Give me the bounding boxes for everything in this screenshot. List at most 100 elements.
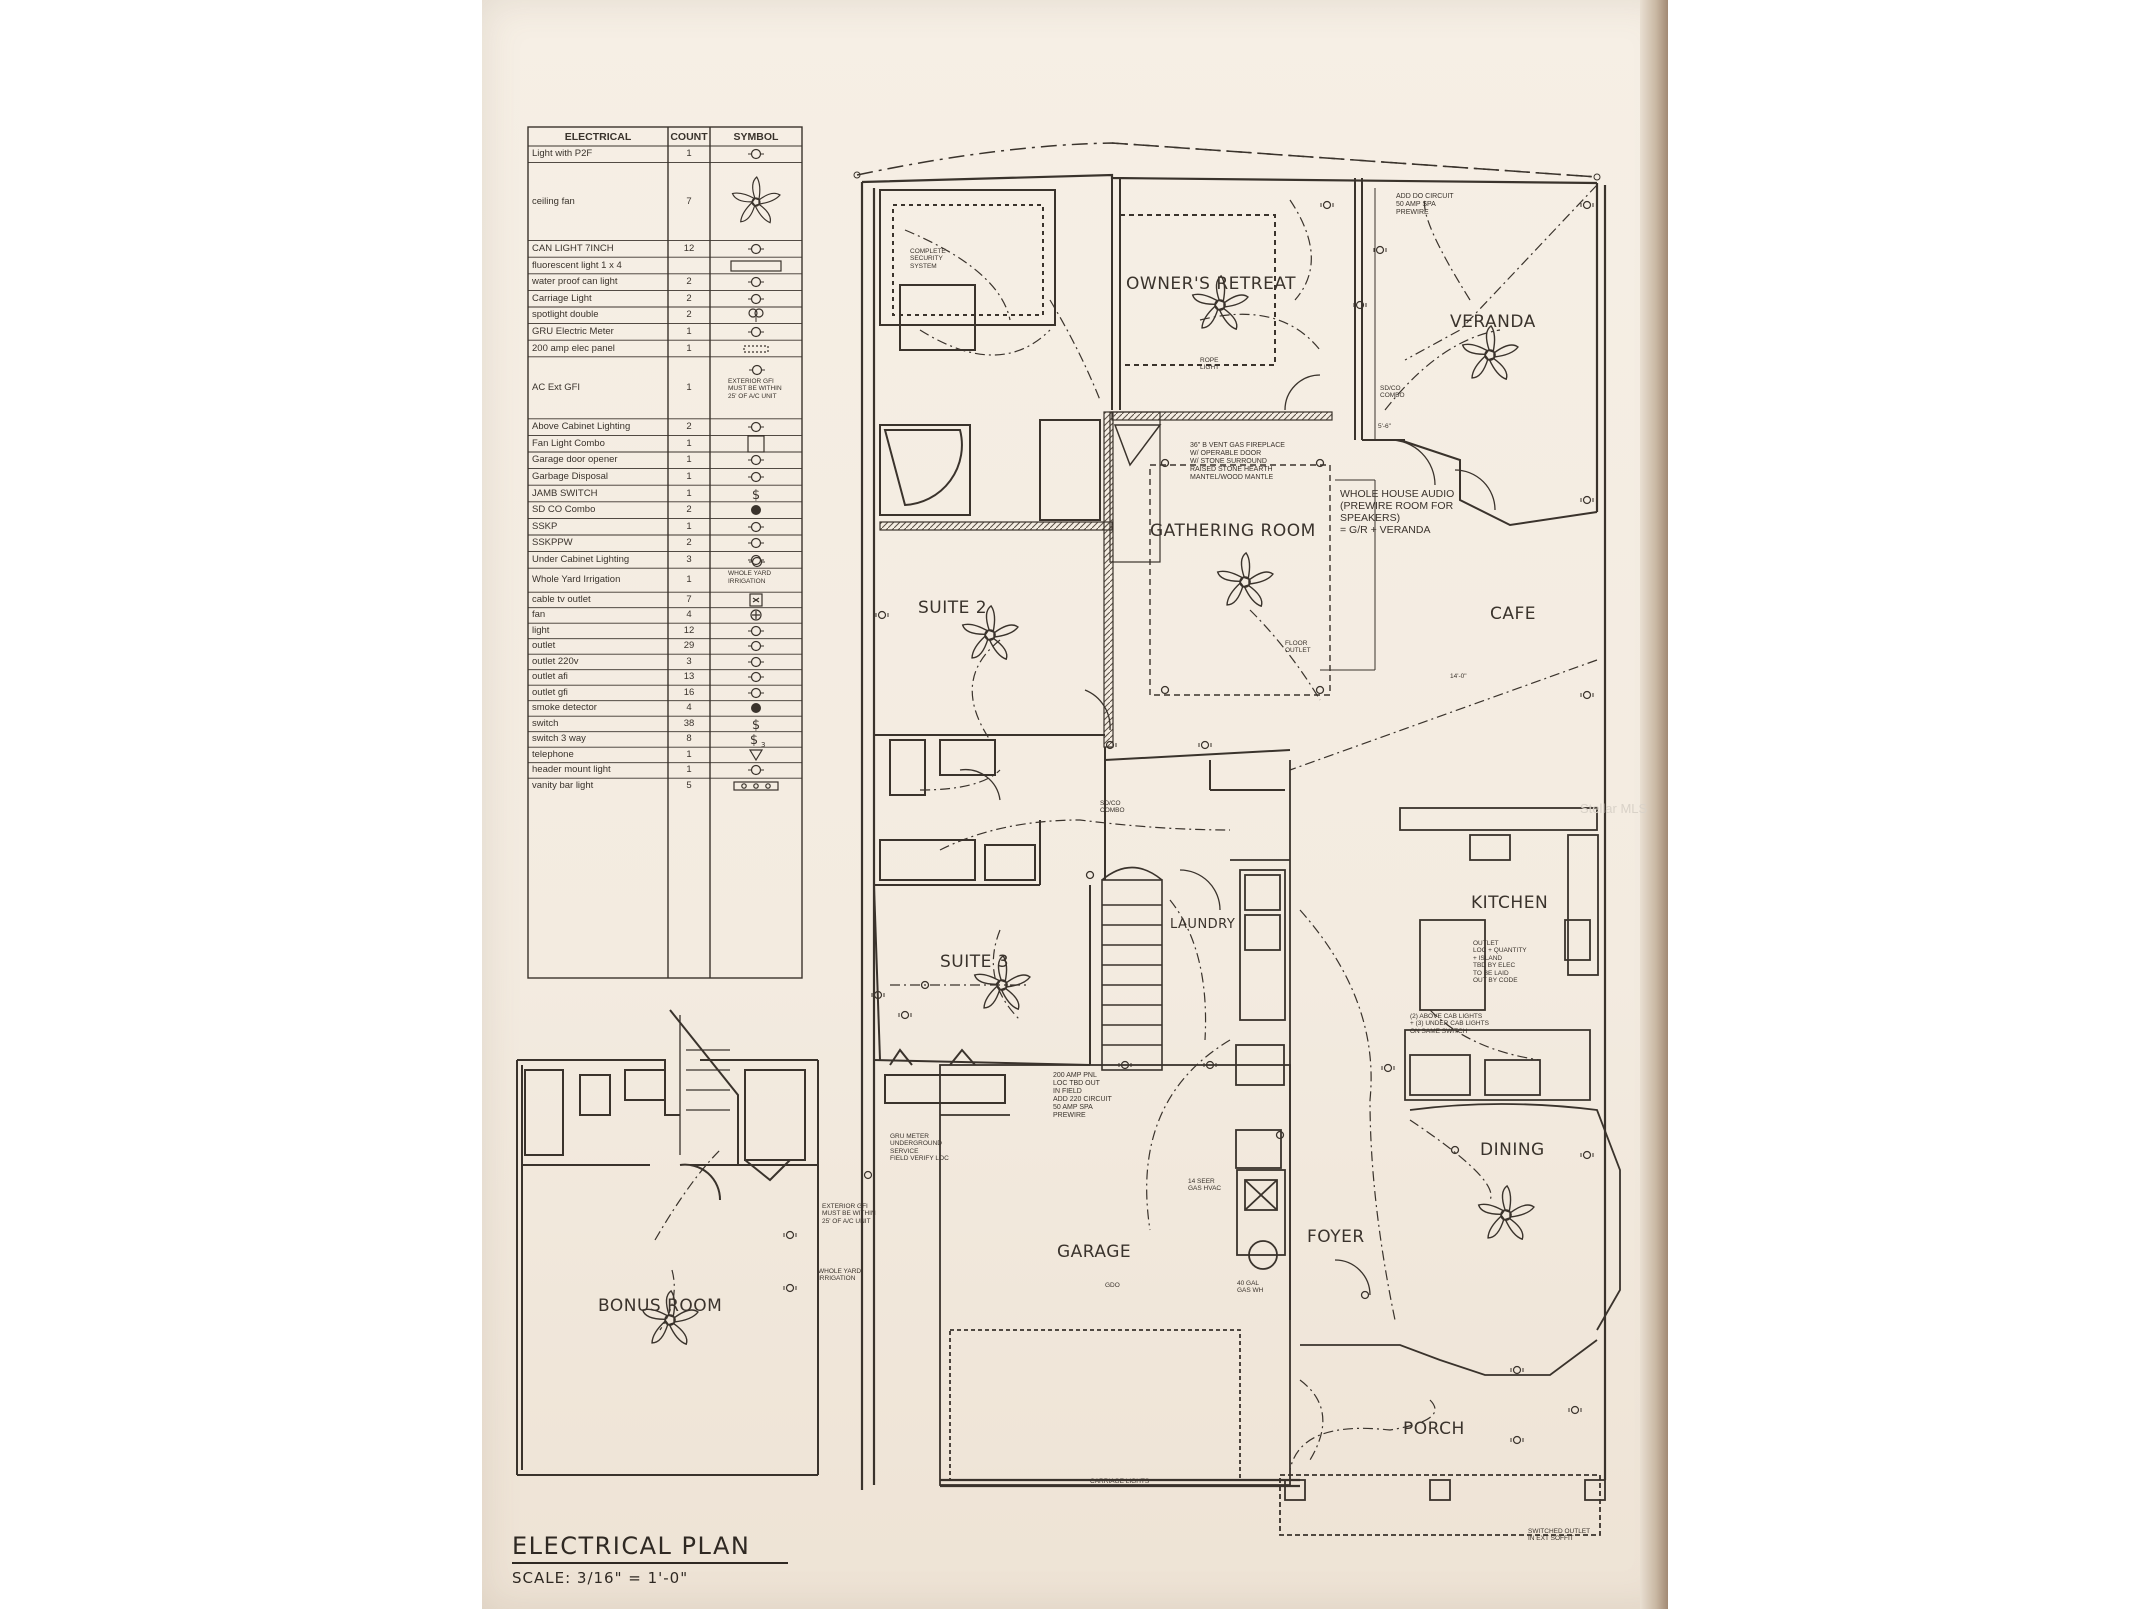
fan-icon	[750, 609, 762, 622]
note-dim-owner: 5'-6"	[1378, 423, 1391, 430]
note-fireplace: 36" B VENT GAS FIREPLACE W/ OPERABLE DOO…	[1190, 442, 1285, 482]
legend-row-name: switch	[532, 717, 559, 729]
legend-row-count: 29	[683, 640, 695, 652]
legend-row-name: Under Cabinet Lighting	[532, 553, 630, 565]
legend-row-name: Garage door opener	[532, 454, 618, 466]
legend-row-count: 16	[683, 686, 695, 698]
vanity-bar-icon	[733, 781, 779, 791]
plan-title: ELECTRICAL PLAN	[512, 1532, 751, 1560]
note-gdo: GDO	[1105, 1282, 1120, 1289]
legend-row-count: 1	[686, 437, 692, 449]
legend-row-name: vanity bar light	[532, 779, 594, 791]
legend-row-name: JAMB SWITCH	[532, 487, 598, 499]
legend-row-name: SD CO Combo	[532, 504, 596, 516]
legend-row-name: switch 3 way	[532, 733, 586, 745]
note-cab-lights: (2) ABOVE CAB LIGHTS + (3) UNDER CAB LIG…	[1410, 1013, 1489, 1035]
waterproof-can-icon	[748, 276, 764, 288]
legend-row-name: ceiling fan	[532, 195, 575, 207]
legend-row-name: Fan Light Combo	[532, 437, 605, 449]
legend-row-name: smoke detector	[532, 702, 597, 714]
note-dim-cafe: 14'-0"	[1450, 673, 1467, 680]
sd-co-icon	[751, 505, 761, 516]
legend-row-count: 1	[686, 325, 692, 337]
sskppw-icon	[748, 538, 764, 549]
room-suite-2: SUITE 2	[918, 598, 988, 618]
legend-row-count: 1	[686, 342, 692, 354]
note-meter: GRU METER UNDERGROUND SERVICE FIELD VERI…	[890, 1133, 949, 1163]
disposal-icon	[748, 471, 764, 482]
legend-row-name: outlet	[532, 640, 556, 652]
legend-row-name: outlet afi	[532, 671, 568, 683]
watermark: Stellar MLS	[1580, 801, 1648, 816]
legend-row-count: 7	[686, 195, 692, 207]
jamb-switch-icon: $	[752, 488, 760, 503]
svg-text:$: $	[752, 718, 760, 733]
plan-scale: SCALE: 3/16" = 1'-0"	[512, 1569, 689, 1587]
title-underline	[512, 1562, 788, 1564]
legend-row-name: Light with P2F	[532, 148, 593, 160]
legend-row-name: outlet gfi	[532, 686, 568, 698]
legend-row-count: 1	[686, 764, 692, 776]
header-light-icon	[748, 765, 764, 776]
legend-row-count: 2	[686, 292, 692, 304]
legend-row-name: water proof can light	[532, 276, 618, 288]
smoke-detector-icon	[751, 703, 761, 714]
legend-row-count: 8	[686, 733, 692, 745]
legend-row-count: 4	[686, 609, 692, 621]
legend-row-count: 1	[686, 520, 692, 532]
legend-row-count: 2	[686, 309, 692, 321]
room-veranda: VERANDA	[1450, 312, 1536, 332]
legend-row-name: GRU Electric Meter	[532, 325, 614, 337]
legend-row-count: 2	[686, 504, 692, 516]
room-gathering: GATHERING ROOM	[1150, 521, 1316, 541]
sskp-icon	[748, 521, 764, 532]
legend-row-name: fluorescent light 1 x 4	[532, 259, 622, 271]
can-light-icon	[748, 243, 764, 254]
legend-header-symbol: SYMBOL	[733, 131, 779, 143]
legend-row-count: 3	[686, 655, 692, 667]
legend-row-count: 12	[683, 242, 695, 254]
legend-row-count: 1	[686, 148, 692, 160]
room-garage: GARAGE	[1057, 1242, 1132, 1262]
svg-text:3: 3	[761, 741, 765, 749]
legend-row-name: outlet 220v	[532, 655, 579, 667]
fluorescent-icon	[730, 259, 782, 272]
panel-icon	[743, 344, 769, 353]
legend-row-name: SSKP	[532, 520, 558, 532]
room-cafe: CAFE	[1490, 604, 1537, 624]
note-sdco-owner: SD/CO COMBO	[1380, 385, 1405, 400]
switch-3way-icon: $3	[750, 733, 766, 749]
svg-text:$: $	[752, 488, 760, 503]
legend-row-count: 2	[686, 276, 692, 288]
note-water-heater: 40 GAL GAS WH	[1237, 1280, 1264, 1295]
note-island: OUTLET LOC + QUANTITY + ISLAND TBD BY EL…	[1473, 940, 1527, 985]
note-audio: WHOLE HOUSE AUDIO (PREWIRE ROOM FOR SPEA…	[1340, 488, 1455, 537]
note-floor-outlet: FLOOR OUTLET	[1285, 640, 1311, 655]
legend-row-count: 1	[686, 487, 692, 499]
fan-light-combo-icon	[747, 435, 765, 453]
legend-row-name: 200 amp elec panel	[532, 342, 615, 354]
room-owners-retreat: OWNER'S RETREAT	[1126, 274, 1297, 294]
legend-row-name: CAN LIGHT 7INCH	[532, 242, 614, 254]
legend-row-name: Whole Yard Irrigation	[532, 574, 621, 586]
legend-row-count: 5	[686, 779, 692, 791]
note-panel: 200 AMP PNL LOC TBD OUT IN FIELD ADD 220…	[1053, 1072, 1112, 1120]
ceiling-fan-icon	[731, 175, 781, 224]
room-bonus: BONUS ROOM	[598, 1296, 723, 1316]
legend-row-count: 1	[686, 574, 692, 586]
outlet-220-icon	[748, 656, 764, 668]
above-cabinet-icon	[748, 421, 764, 433]
legend-row-count: 3	[686, 553, 692, 565]
legend-row-count: 2	[686, 537, 692, 549]
legend-row-note: EXTERIOR GFI MUST BE WITHIN 25' OF A/C U…	[728, 377, 782, 400]
meter-icon	[748, 326, 764, 337]
light-pf-icon	[748, 149, 764, 160]
legend-row-count: 1	[686, 470, 692, 482]
legend-row-name: AC Ext GFI	[532, 381, 581, 393]
legend-row-name: Carriage Light	[532, 292, 592, 304]
legend-row-name: fan	[532, 609, 546, 621]
cable-tv-icon	[749, 593, 763, 607]
outlet-gfi-icon	[748, 687, 764, 699]
legend-row-count: 13	[683, 671, 695, 683]
